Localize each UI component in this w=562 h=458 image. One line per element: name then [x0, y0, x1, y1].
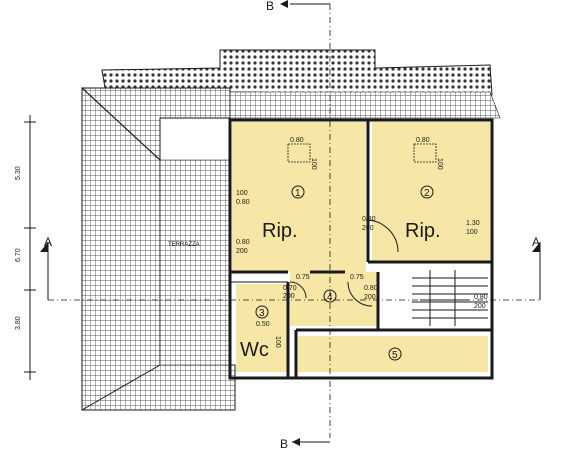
dimension-3: 3.80 [15, 316, 22, 330]
svg-text:0.80: 0.80 [290, 137, 304, 144]
room-4: 4 [323, 289, 337, 303]
skylight-2 [413, 143, 437, 163]
svg-text:Rip.: Rip. [405, 220, 441, 242]
svg-text:200: 200 [364, 294, 376, 301]
svg-text:200: 200 [283, 293, 295, 300]
svg-text:B: B [266, 0, 274, 13]
room-2: 2 Rip. [405, 185, 441, 242]
section-mark-b-bottom: B [280, 437, 300, 451]
svg-text:B: B [280, 437, 288, 451]
svg-text:5: 5 [392, 350, 398, 361]
opening-labels: 0.80 100 0.80 100 100 0.80 0.80 200 0.80… [236, 137, 488, 348]
terrace-label: TERRAZZA [168, 242, 200, 248]
svg-text:100: 100 [436, 158, 443, 170]
svg-text:4: 4 [327, 292, 333, 303]
room-3-fill [236, 284, 288, 372]
svg-text:0.80: 0.80 [474, 294, 488, 301]
room-2-fill [372, 122, 490, 262]
svg-text:100: 100 [310, 158, 317, 170]
section-mark-b-top: B [266, 0, 288, 13]
dimension-2: 6.70 [15, 248, 22, 262]
svg-text:100: 100 [236, 190, 248, 197]
svg-text:200: 200 [236, 248, 248, 255]
dimension-1: 5.30 [15, 166, 22, 180]
svg-text:0.80: 0.80 [236, 199, 250, 206]
svg-text:0.80: 0.80 [236, 239, 250, 246]
section-mark-a-right: A [532, 235, 541, 300]
svg-text:3: 3 [259, 308, 265, 319]
svg-text:A: A [44, 235, 52, 249]
stair-area [380, 270, 490, 326]
svg-text:0.75: 0.75 [296, 274, 310, 281]
walls [228, 118, 494, 380]
svg-text:0.80: 0.80 [364, 285, 378, 292]
svg-text:200: 200 [474, 303, 486, 310]
svg-text:0.80: 0.80 [362, 216, 376, 223]
section-mark-a-left: A [40, 235, 52, 300]
svg-text:0.75: 0.75 [350, 274, 364, 281]
svg-text:Rip.: Rip. [262, 220, 298, 242]
room-5: 5 [388, 347, 402, 361]
svg-text:Wc: Wc [240, 339, 269, 361]
room-1-fill [232, 122, 366, 272]
svg-text:100: 100 [274, 336, 281, 348]
svg-text:1.30: 1.30 [466, 220, 480, 227]
svg-text:0.80: 0.80 [416, 137, 430, 144]
svg-text:A: A [532, 235, 540, 249]
svg-text:2: 2 [424, 188, 430, 199]
room-1: 1 Rip. [262, 185, 305, 242]
svg-text:1: 1 [295, 188, 301, 199]
dimension-line-left: 5.30 6.70 3.80 [15, 115, 36, 380]
svg-text:200: 200 [362, 225, 374, 232]
svg-text:0.70: 0.70 [283, 285, 297, 292]
svg-text:0.50: 0.50 [256, 321, 270, 328]
skylight-1 [287, 143, 311, 163]
room-3: 3 Wc [240, 305, 269, 361]
room-fills [232, 122, 490, 372]
room-4-fill [290, 272, 378, 326]
roof-hatched: TERRAZZA [81, 86, 501, 411]
door-swings [289, 219, 399, 307]
svg-text:100: 100 [466, 229, 478, 236]
